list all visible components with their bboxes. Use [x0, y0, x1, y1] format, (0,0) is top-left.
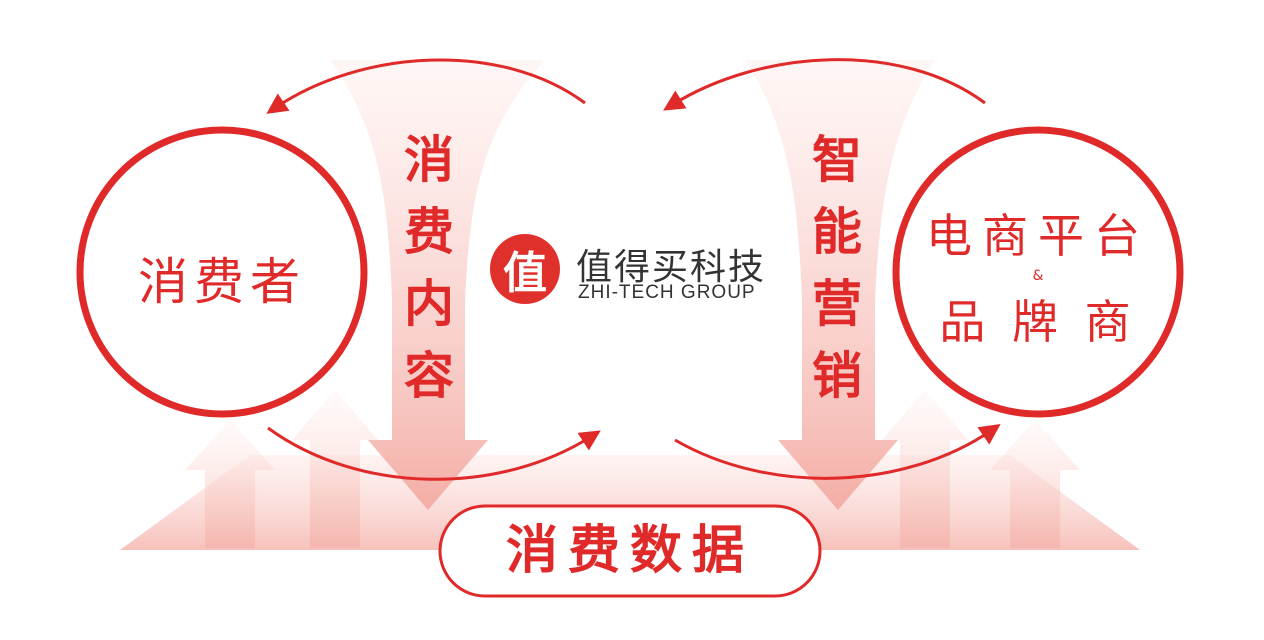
left-funnel	[330, 60, 545, 510]
ecommerce-line1: 电商平台	[926, 209, 1150, 263]
right-flow-label: 智能营销	[812, 131, 862, 405]
right-funnel	[745, 60, 935, 510]
arc-arrow-bottom-left	[267, 426, 601, 481]
up-arrows-right	[882, 390, 1080, 548]
consumer-circle	[76, 126, 368, 418]
brand-logo: 值 值得买科技 ZHI-TECH GROUP	[490, 232, 790, 312]
consumer-label: 消费者	[138, 253, 306, 311]
arc-arrow-top-right	[663, 58, 986, 111]
brand-name-en: ZHI-TECH GROUP	[578, 282, 756, 303]
base-glow	[120, 455, 1140, 550]
ecommerce-label: 电商平台 & 品 牌 商	[912, 200, 1164, 352]
brand-name-cn: 值得买科技	[576, 247, 767, 288]
brand-icon: 值	[490, 234, 560, 304]
ecommerce-circle	[892, 126, 1184, 418]
arc-arrow-bottom-right	[674, 424, 1001, 480]
left-flow-label: 消费内容	[404, 131, 454, 405]
data-pill-label: 消费数据	[505, 521, 754, 581]
arc-arrow-top-left	[266, 58, 586, 114]
data-pill	[438, 504, 822, 598]
ecommerce-line2: 品 牌 商	[939, 295, 1137, 349]
up-arrows-left	[185, 390, 378, 548]
ecommerce-amp: &	[1032, 268, 1044, 284]
